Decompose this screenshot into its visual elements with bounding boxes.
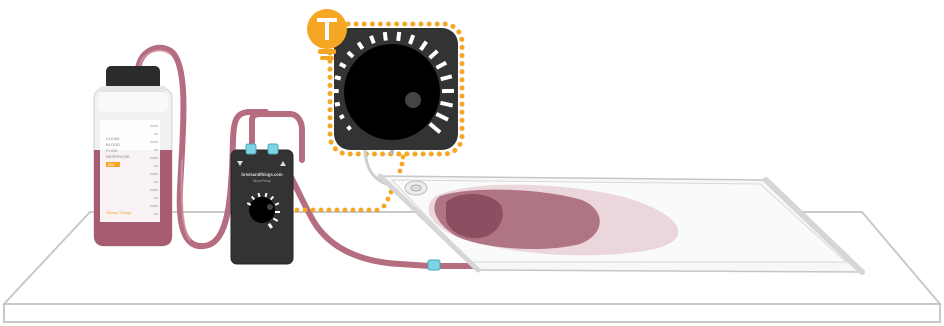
knob-indicator <box>405 92 421 108</box>
outlet-connector <box>428 260 440 270</box>
bottle-brand: Simmy Things <box>106 210 131 215</box>
pump-brand: bristsandthings.com <box>241 172 282 177</box>
pump-connector-left <box>246 144 256 154</box>
blood-reservoir-bottle: CLEAN BLOOD FLUID RESERVOIR SIM Simmy Th… <box>94 66 172 246</box>
controller-knob[interactable] <box>344 44 440 140</box>
bottle-label-line-3: FLUID <box>106 148 118 153</box>
flow-controller <box>330 24 462 154</box>
pump-model: Blood Pump <box>253 179 271 183</box>
bottle-label-line-4: RESERVOIR <box>106 154 130 159</box>
bottle-label-line-1: CLEAN <box>106 136 119 141</box>
dial-tick <box>333 89 339 93</box>
pump-connector-right <box>268 144 278 154</box>
blood-spread-dark <box>446 194 503 238</box>
pump-speed-knob[interactable] <box>249 197 275 223</box>
bottle-badge-text: SIM <box>108 163 114 167</box>
pump-device: bristsandthings.com Blood Pump <box>231 144 293 264</box>
dial-tick <box>442 89 454 93</box>
bottle-label-line-2: BLOOD <box>106 142 120 147</box>
